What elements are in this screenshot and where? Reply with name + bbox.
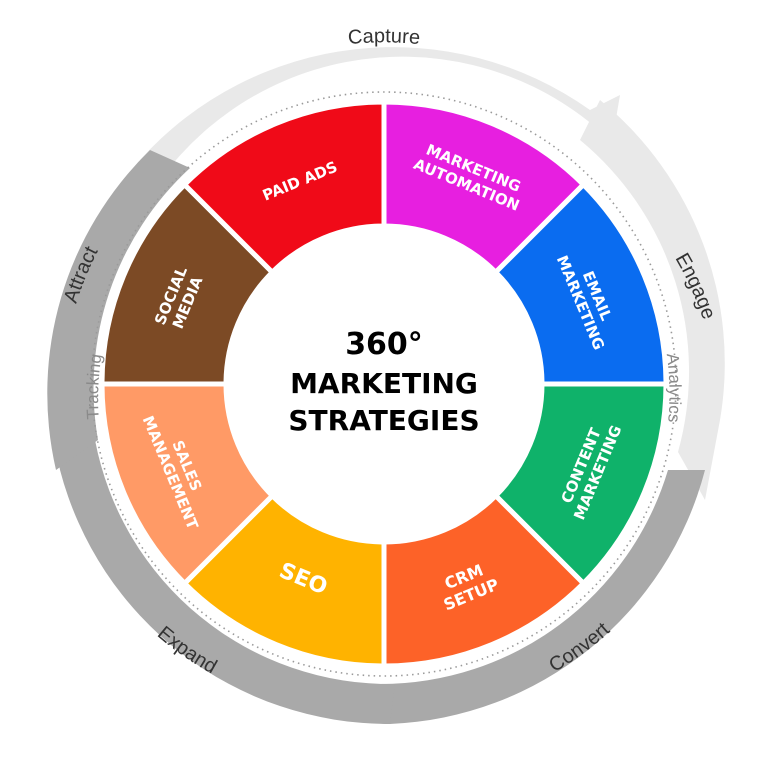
strategy-segments: MARKETINGAUTOMATIONEMAILMARKETINGCONTENT… — [99, 99, 669, 669]
center-title-marketing: MARKETING — [290, 367, 478, 400]
center-title-strategies: STRATEGIES — [288, 404, 479, 437]
inner-label-analytics: Analytics — [663, 352, 685, 423]
ring-arc-attract — [47, 150, 190, 470]
outer-cycle-ring — [47, 47, 725, 725]
center-title-360: 360° — [345, 327, 423, 362]
inner-label-tracking: Tracking — [83, 353, 105, 420]
stage-label-capture: Capture — [347, 25, 421, 49]
dotted-inner-ring — [91, 91, 677, 677]
ring-arc-engage — [580, 100, 725, 500]
center-disc — [226, 226, 542, 542]
ring-arc-capture — [140, 47, 620, 181]
